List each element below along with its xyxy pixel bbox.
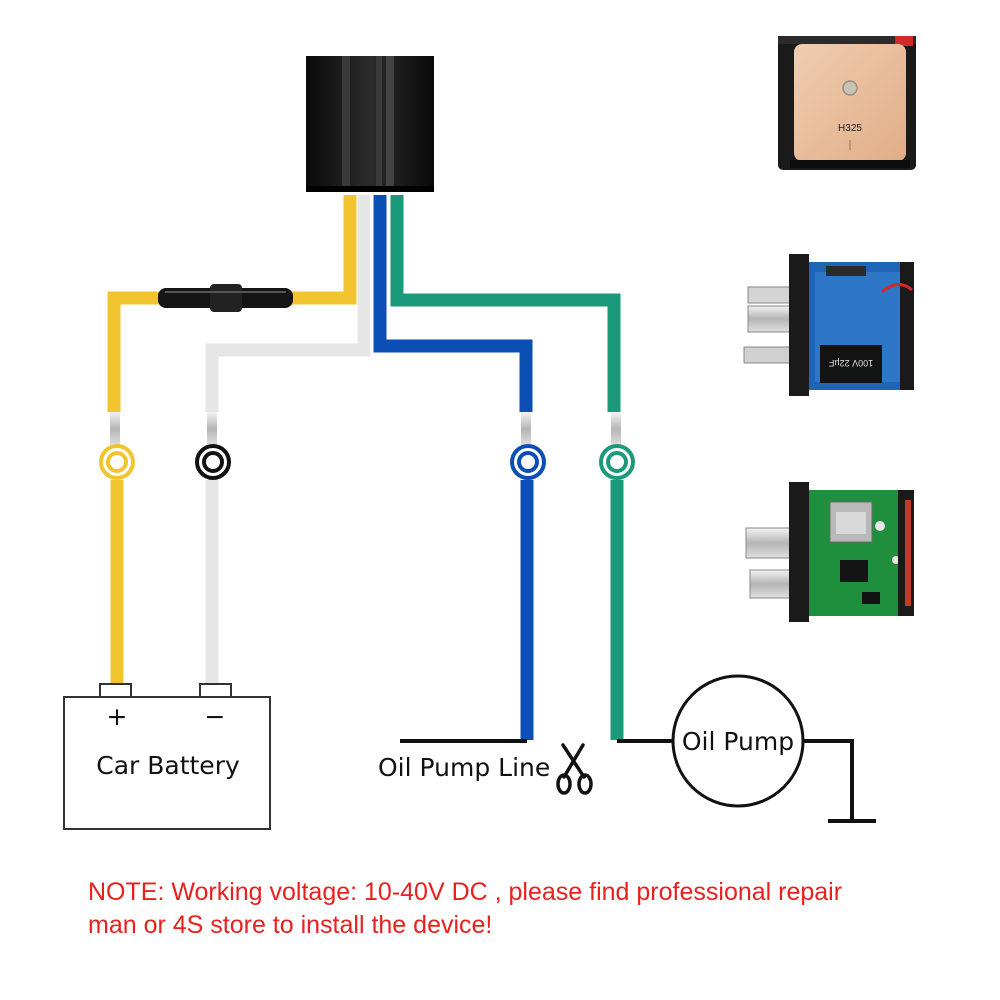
wire-pins <box>110 412 621 446</box>
gps-module-marking: H325 <box>838 123 862 134</box>
oil-pump-line-label: Oil Pump Line <box>378 753 550 782</box>
blue-wire <box>373 195 534 740</box>
installation-note: NOTE: Working voltage: 10-40V DC , pleas… <box>88 876 968 942</box>
capacitor-marking: 100V 22µF <box>828 358 873 368</box>
note-line-2: man or 4S store to install the device! <box>88 911 493 939</box>
ring-connector-black <box>195 444 231 480</box>
relay-blue-pcb-photo: 100V 22µF <box>743 254 914 396</box>
green-wire <box>390 195 624 740</box>
gps-antenna-module-photo: H325 <box>778 36 916 170</box>
ground-symbol <box>803 739 876 823</box>
relay-green-pcb-photo <box>745 482 914 622</box>
ring-connector-blue <box>510 444 546 480</box>
battery-positive-label: + <box>107 702 128 731</box>
oil-pump-label: Oil Pump <box>682 727 794 756</box>
inline-fuse <box>158 284 293 312</box>
ring-connector-green <box>599 444 635 480</box>
note-line-1: NOTE: Working voltage: 10-40V DC , pleas… <box>88 878 843 906</box>
car-battery <box>63 683 271 830</box>
battery-label: Car Battery <box>96 751 240 780</box>
scissors-icon <box>556 743 593 795</box>
ring-connector-yellow <box>99 444 135 480</box>
battery-negative-label: − <box>205 702 226 731</box>
relay-tracker-device <box>306 56 434 192</box>
white-wire <box>205 195 371 685</box>
yellow-wire <box>107 195 357 685</box>
